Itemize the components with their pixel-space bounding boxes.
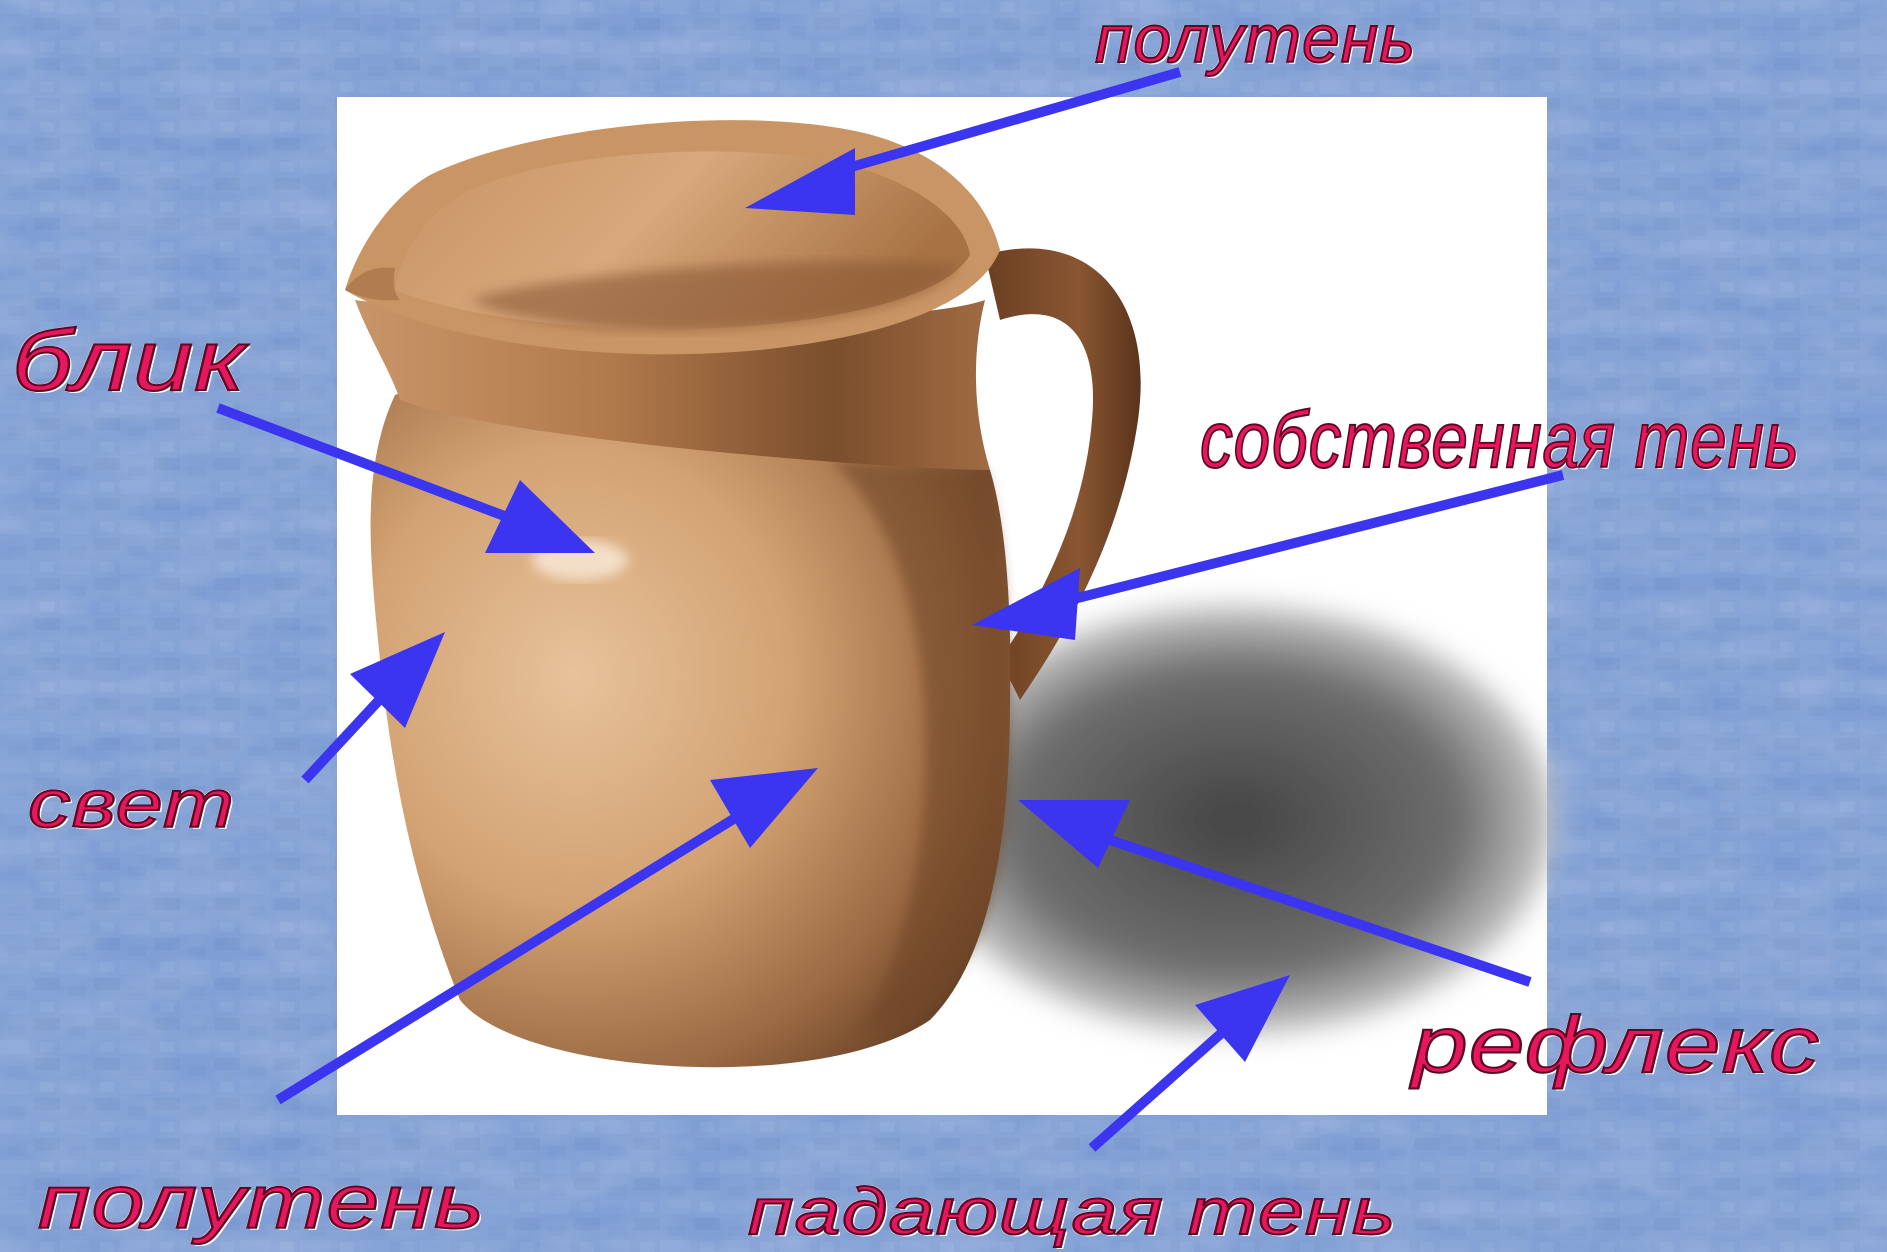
label-penumbra-bottom: полутень [38, 1165, 485, 1241]
label-light: свет [28, 770, 235, 838]
label-penumbra-top: полутень [1095, 5, 1416, 73]
label-own-shadow: собственная тень [1200, 400, 1800, 480]
label-reflex: рефлекс [1412, 1005, 1820, 1085]
label-highlight: блик [12, 318, 246, 404]
label-cast-shadow: падающая тень [748, 1178, 1396, 1244]
